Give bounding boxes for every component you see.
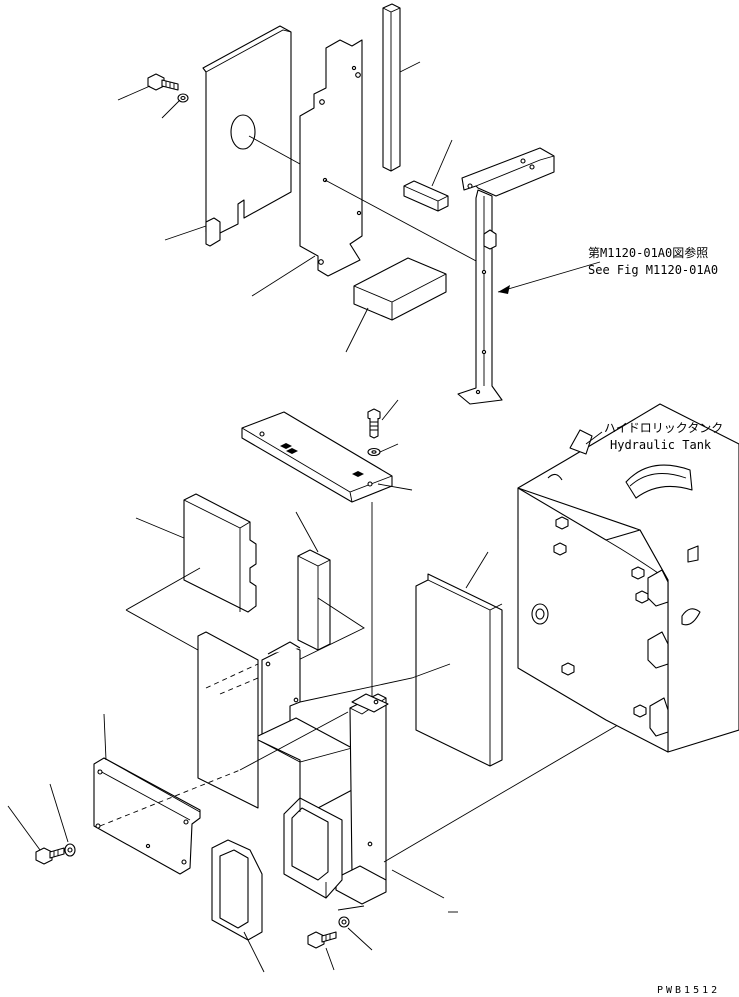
pad-large-top xyxy=(202,25,292,247)
bolt-mid xyxy=(367,408,381,439)
side-cover-plate xyxy=(93,757,201,875)
plate-top xyxy=(299,39,363,277)
strip-mid xyxy=(297,549,331,651)
washer-lower-mid xyxy=(338,916,350,928)
bolt-top xyxy=(147,73,179,91)
washer-lower-left xyxy=(64,843,76,857)
tank-en-label: Hydraulic Tank xyxy=(610,438,712,452)
bolt-lower-mid xyxy=(307,931,337,949)
tank-jp-label: ハイドロリックタンク xyxy=(604,421,723,435)
block-thick xyxy=(353,257,447,321)
ref-fig-jp-label: 第M1120-01A0図参照 xyxy=(588,245,708,260)
drawing-code: PWB1512 xyxy=(657,985,720,996)
washer-top xyxy=(177,93,189,103)
block-small xyxy=(403,180,449,212)
bracket-stay xyxy=(457,147,555,405)
hydraulic-tank xyxy=(517,403,739,753)
slot-guard-left xyxy=(211,839,263,941)
ref-fig-en-label: See Fig M1120-01A0 xyxy=(588,263,718,277)
slot-guard-right xyxy=(283,797,343,899)
washer-mid xyxy=(367,447,381,457)
cover-plate-upper xyxy=(241,411,393,503)
pad-mid-left xyxy=(183,493,257,613)
strip-tall xyxy=(382,3,401,172)
pad-mid-right xyxy=(415,573,503,767)
bolt-lower-left xyxy=(35,847,65,865)
